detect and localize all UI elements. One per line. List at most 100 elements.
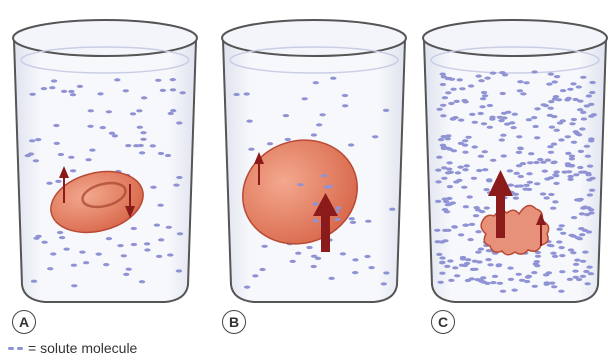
solute-molecule [484, 77, 490, 80]
solute-molecule [450, 118, 456, 121]
solute-molecule [514, 172, 520, 175]
solute-molecule [267, 142, 273, 145]
solute-molecule [469, 113, 475, 116]
legend: = solute molecule [8, 338, 137, 358]
solute-molecule [368, 266, 374, 269]
solute-molecule [155, 79, 161, 82]
solute-molecule [544, 196, 550, 199]
solute-molecule [569, 155, 575, 158]
solute-molecule [436, 108, 442, 111]
solute-molecule [244, 286, 250, 289]
solute-molecule [446, 168, 452, 171]
solute-molecule [312, 202, 318, 205]
solute-molecule [558, 246, 564, 249]
solute-molecule [577, 108, 583, 111]
solute-molecule [541, 103, 547, 106]
solute-molecule [436, 156, 442, 159]
solute-molecule [452, 266, 458, 269]
solute-molecule [551, 285, 557, 288]
solute-molecule [459, 264, 465, 267]
solute-molecule [170, 88, 176, 91]
solute-molecule [381, 282, 387, 285]
solute-molecule [567, 175, 573, 178]
solute-molecule [123, 273, 129, 276]
solute-molecule [435, 169, 441, 172]
solute-molecule [559, 270, 565, 273]
solute-molecule [497, 282, 503, 285]
solute-molecule [70, 169, 76, 172]
solute-molecule [471, 177, 477, 180]
solute-molecule [487, 104, 493, 107]
solute-molecule [462, 151, 468, 154]
solute-molecule [567, 178, 573, 181]
solute-molecule [29, 139, 35, 142]
solute-molecule [383, 271, 389, 274]
solute-molecule [313, 81, 319, 84]
solute-molecule [455, 171, 461, 174]
solute-molecule [49, 86, 55, 89]
solute-molecule [548, 107, 554, 110]
solute-molecule [559, 254, 565, 257]
solute-molecule [560, 232, 566, 235]
solute-molecule [55, 180, 61, 183]
solute-molecule [475, 208, 481, 211]
solute-molecule [534, 264, 540, 267]
solute-molecule [131, 243, 137, 246]
solute-molecule [472, 260, 478, 263]
solute-molecule [533, 161, 539, 164]
solute-molecule [551, 143, 557, 146]
solute-molecule [520, 92, 526, 95]
solute-molecule [531, 271, 537, 274]
solute-molecule [158, 238, 164, 241]
solute-molecule [321, 174, 327, 177]
solute-molecule [312, 219, 318, 222]
solute-molecule [133, 144, 139, 147]
solute-molecule [479, 105, 485, 108]
solute-molecule [450, 88, 456, 91]
panel-label-b: B [222, 310, 246, 334]
solute-molecule [440, 73, 446, 76]
solute-molecule [577, 166, 583, 169]
solute-molecule [446, 161, 452, 164]
solute-molecule [440, 114, 446, 117]
solute-molecule [543, 273, 549, 276]
solute-molecule [573, 263, 579, 266]
solute-molecule [464, 164, 470, 167]
solute-molecule [352, 258, 358, 261]
solute-molecule [517, 147, 523, 150]
solute-molecule [547, 145, 553, 148]
solute-molecule [59, 236, 65, 239]
solute-molecule [501, 112, 507, 115]
solute-molecule [350, 221, 356, 224]
solute-molecule [548, 100, 554, 103]
solute-molecule [435, 240, 441, 243]
solute-molecule [106, 110, 112, 113]
solute-molecule [121, 254, 127, 257]
solute-molecule [462, 139, 468, 142]
solute-molecule [589, 81, 595, 84]
solute-molecule [548, 193, 554, 196]
solute-molecule [454, 100, 460, 103]
beaker-a-rim [13, 20, 197, 56]
solute-molecule [166, 226, 172, 229]
solute-molecule [519, 279, 525, 282]
solute-molecule [302, 97, 308, 100]
solute-molecule [586, 173, 592, 176]
solute-molecule [439, 261, 445, 264]
solute-molecule [469, 277, 475, 280]
solute-molecule [35, 138, 41, 141]
solute-molecule [63, 248, 69, 251]
solute-molecule [478, 79, 484, 82]
solute-molecule [85, 158, 91, 161]
solute-molecule [582, 229, 588, 232]
solute-molecule [588, 139, 594, 142]
solute-molecule [328, 277, 334, 280]
solute-molecule [484, 206, 490, 209]
solute-molecule [89, 149, 95, 152]
solute-molecule [556, 240, 562, 243]
solute-molecule [567, 278, 573, 281]
solute-molecule [261, 245, 267, 248]
solute-molecule [585, 155, 591, 158]
solute-molecule [463, 205, 469, 208]
solute-molecule [472, 145, 478, 148]
